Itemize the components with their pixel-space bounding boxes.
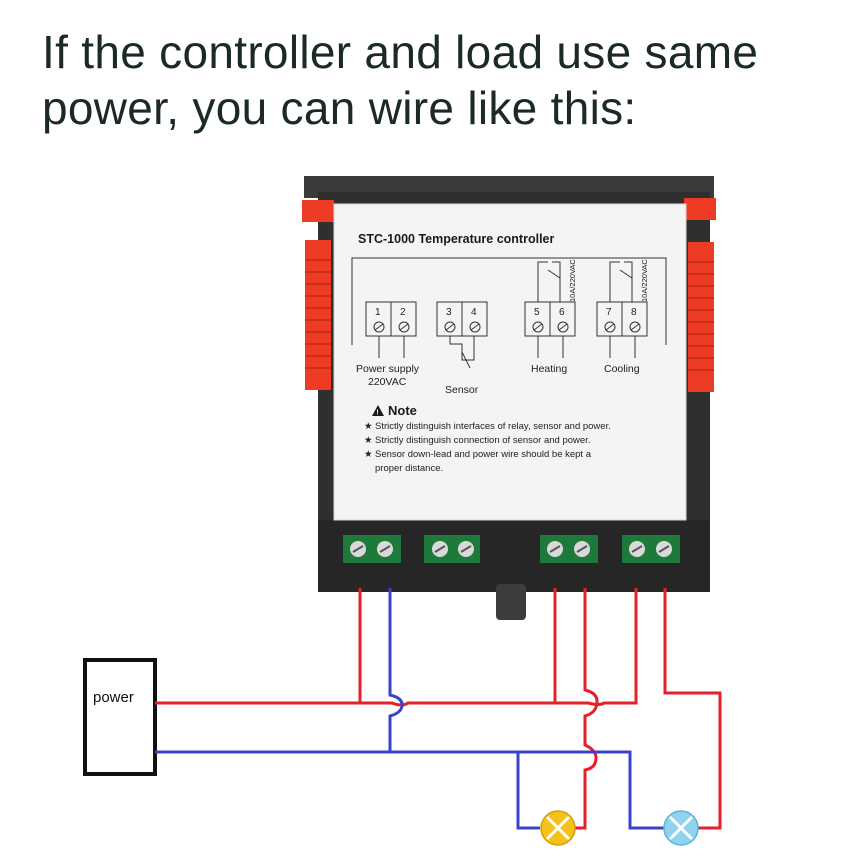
terminal-block-heating xyxy=(540,535,598,563)
controller-device: STC-1000 Temperature controller xyxy=(302,176,716,620)
device-knob xyxy=(496,584,526,620)
note-line-2: Strictly distinguish connection of senso… xyxy=(375,435,590,446)
group-power-supply: Power supply xyxy=(356,363,420,375)
note-star-3: ★ xyxy=(364,449,373,460)
heading-line-2: power, you can wire like this: xyxy=(42,82,637,134)
terminal-number-1: 1 xyxy=(375,307,381,318)
power-box xyxy=(83,658,157,776)
relay-rating-cooling: 10A/220VAC xyxy=(640,259,649,302)
note-title: Note xyxy=(388,403,417,418)
label-schematic xyxy=(351,257,667,369)
terminal-number-8: 8 xyxy=(631,307,637,318)
group-cooling: Cooling xyxy=(604,363,640,375)
note-star-2: ★ xyxy=(364,435,373,446)
note-line-3: Sensor down-lead and power wire should b… xyxy=(375,449,592,460)
svg-text:!: ! xyxy=(376,410,378,417)
terminal-block-power xyxy=(343,535,401,563)
relay-rating-heating: 10A/220VAC xyxy=(568,259,577,302)
group-voltage: 220VAC xyxy=(368,376,407,388)
note-line-1: Strictly distinguish interfaces of relay… xyxy=(375,421,611,432)
heating-lamp xyxy=(540,810,576,846)
terminal-number-4: 4 xyxy=(471,307,477,318)
device-label xyxy=(333,203,687,521)
power-box-label: power xyxy=(93,689,134,706)
note-star-1: ★ xyxy=(364,421,373,432)
heading: If the controller and load use same powe… xyxy=(42,24,852,136)
left-clip xyxy=(302,200,334,390)
warning-icon xyxy=(372,405,384,416)
group-heating: Heating xyxy=(531,363,567,375)
neutral-wires xyxy=(155,588,664,830)
label-title: STC-1000 Temperature controller xyxy=(358,232,554,246)
group-sensor: Sensor xyxy=(445,384,479,396)
wires xyxy=(155,588,722,830)
label-screw-symbols xyxy=(373,321,641,333)
terminal-block-sensor xyxy=(424,535,480,563)
note-line-4: proper distance. xyxy=(375,463,443,474)
right-clip xyxy=(684,198,716,392)
live-wires xyxy=(155,588,722,830)
terminal-number-6: 6 xyxy=(559,307,565,318)
terminal-number-3: 3 xyxy=(446,307,452,318)
heading-line-1: If the controller and load use same xyxy=(42,26,759,78)
terminal-number-5: 5 xyxy=(534,307,540,318)
terminal-number-2: 2 xyxy=(400,307,406,318)
terminal-block-cooling xyxy=(622,535,680,563)
terminal-number-7: 7 xyxy=(606,307,612,318)
cooling-lamp xyxy=(663,810,699,846)
